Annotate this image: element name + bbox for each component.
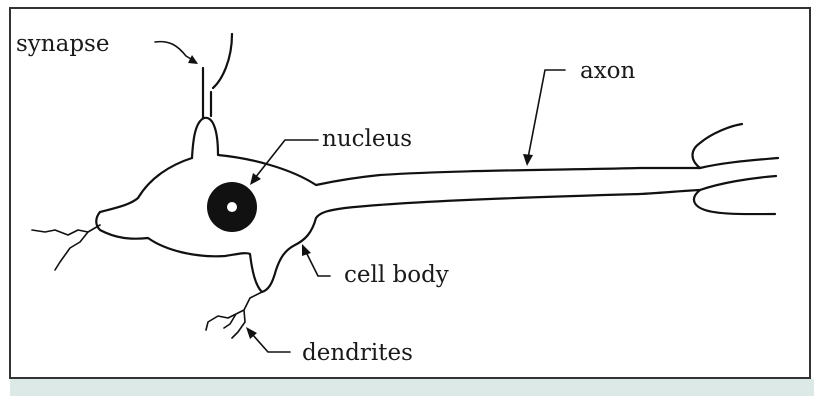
dendrites-label: dendrites bbox=[302, 340, 413, 366]
nucleolus bbox=[227, 202, 237, 212]
cell-body-label: cell body bbox=[344, 262, 449, 288]
synapse-label: synapse bbox=[16, 31, 109, 57]
nucleus-label: nucleus bbox=[322, 126, 412, 152]
bottom-strip bbox=[10, 379, 814, 396]
diagram-border bbox=[10, 8, 810, 378]
axon-label: axon bbox=[580, 58, 636, 84]
